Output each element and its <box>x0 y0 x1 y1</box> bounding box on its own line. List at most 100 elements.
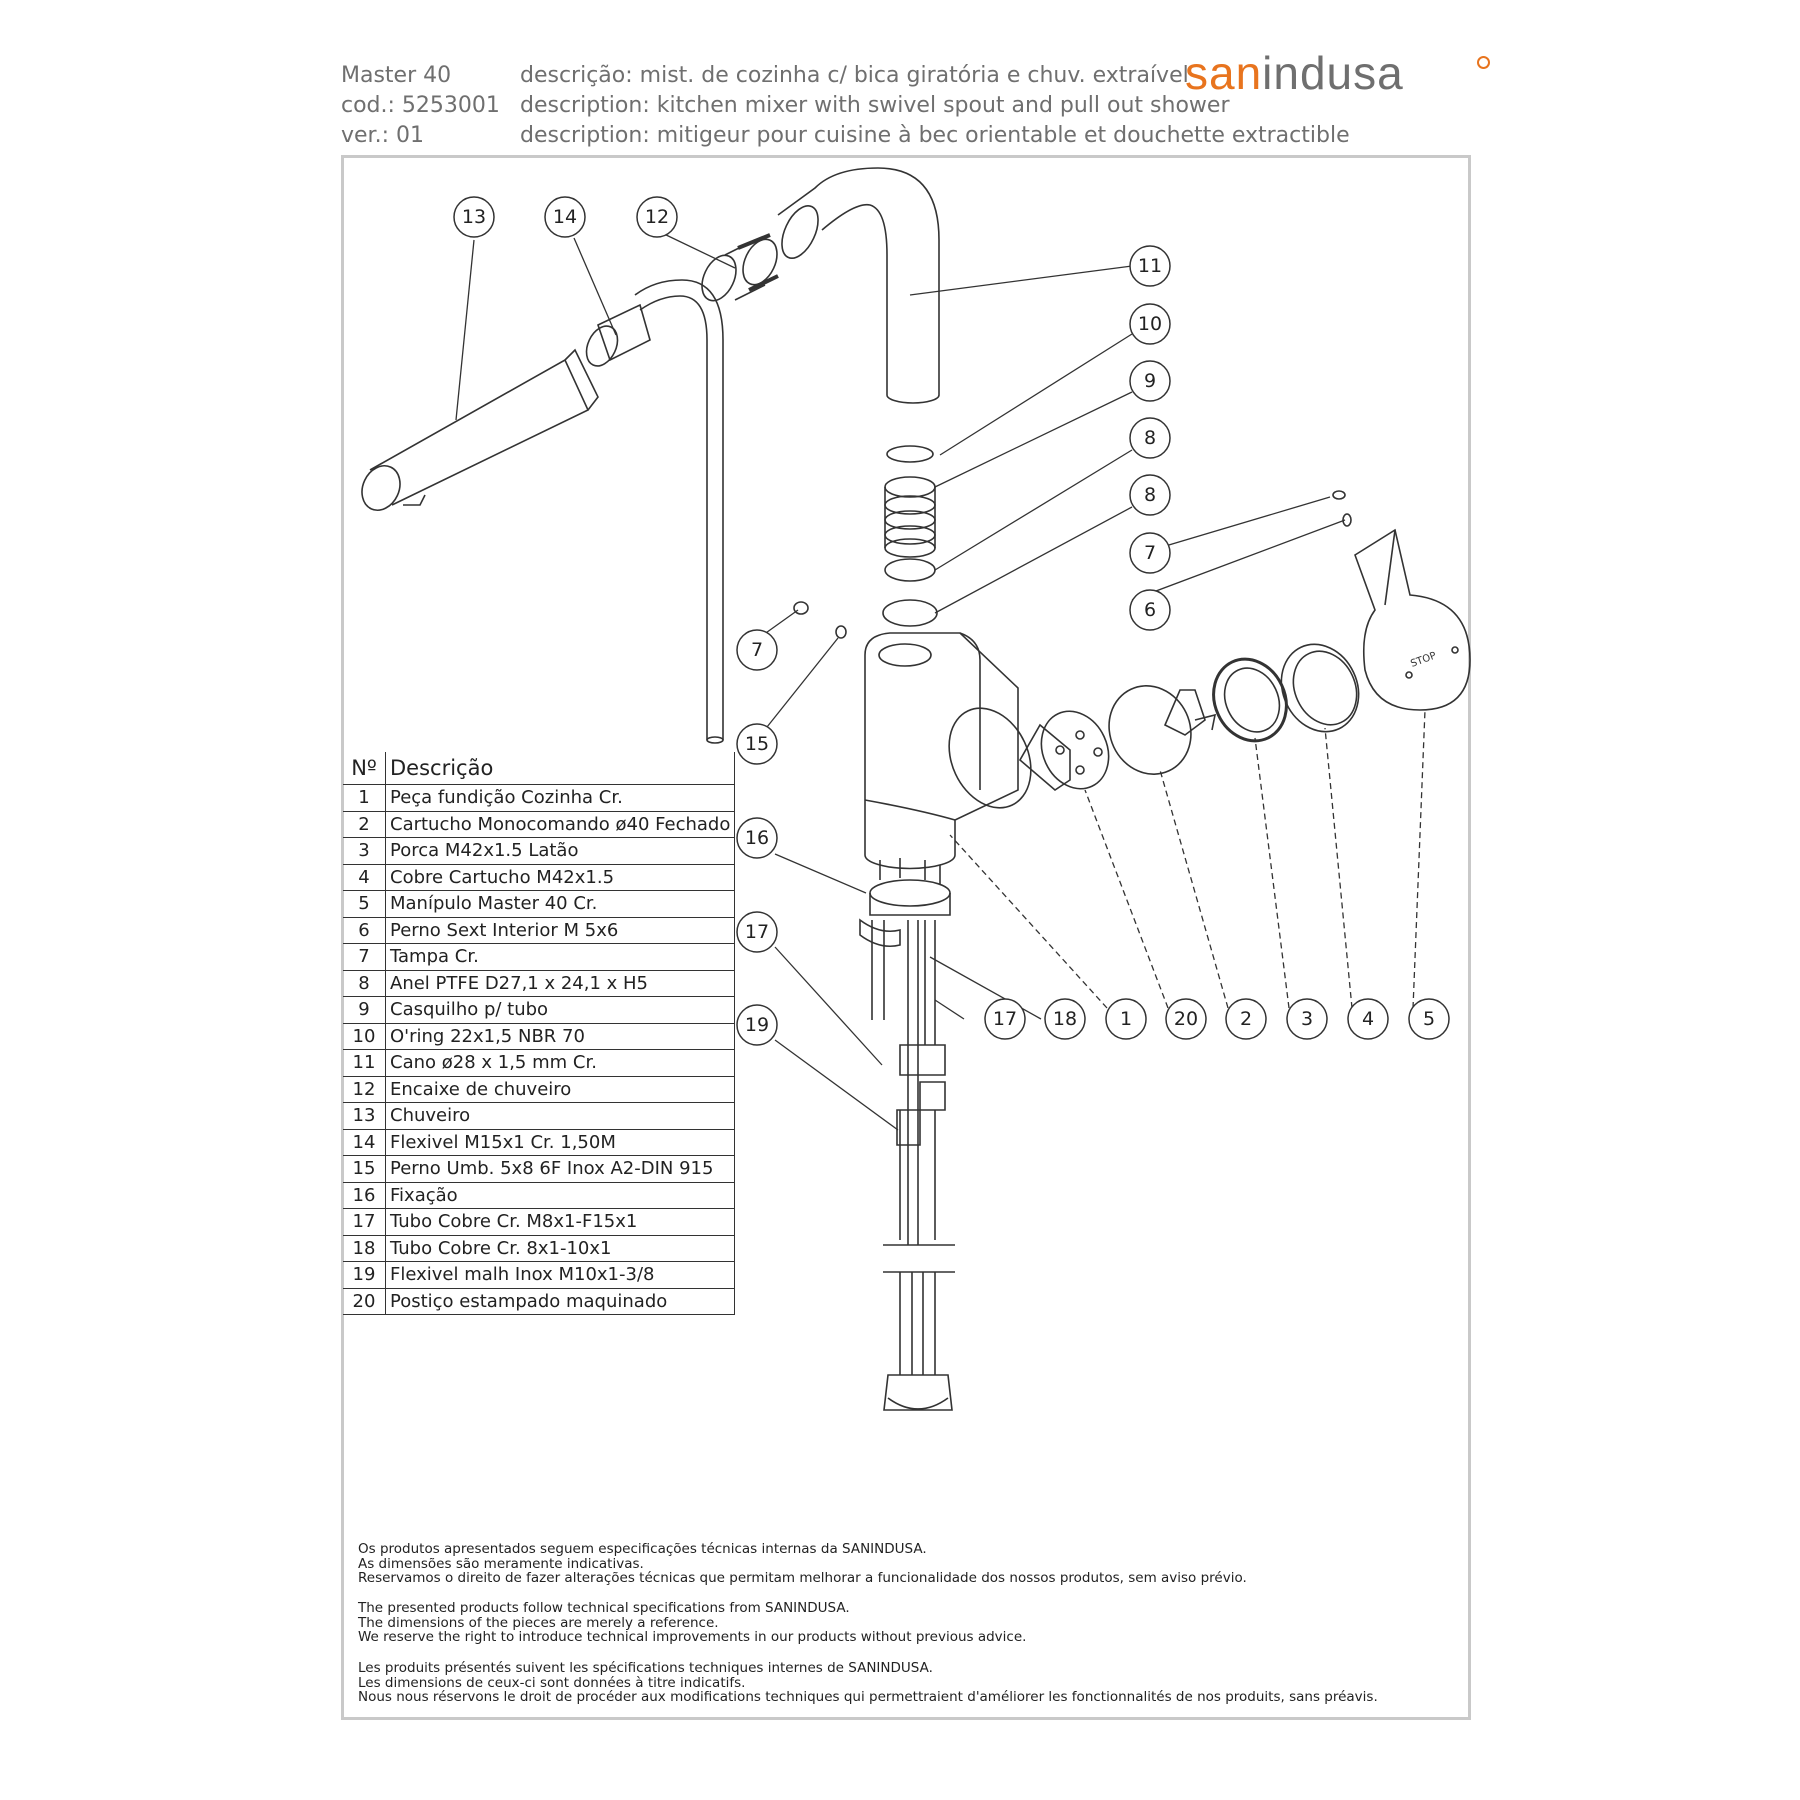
logo-part-san: san <box>1185 47 1263 99</box>
ptfe-ring-part-2 <box>882 599 938 627</box>
part-number: 6 <box>343 917 386 944</box>
callout-label: 8 <box>1144 484 1156 506</box>
notes-en: The presented products follow technical … <box>358 1601 1026 1645</box>
description-pt: descrição: mist. de cozinha c/ bica gira… <box>520 63 1189 88</box>
callout-17b <box>984 998 1026 1040</box>
callout-label: 19 <box>745 1014 769 1036</box>
callout-label: 17 <box>993 1008 1017 1030</box>
callout-label: 4 <box>1362 1008 1374 1030</box>
callout-label: 5 <box>1423 1008 1435 1030</box>
part-number: 15 <box>343 1155 386 1183</box>
part-description: Tubo Cobre Cr. M8x1-F15x1 <box>385 1208 736 1236</box>
hex-screw-part <box>1342 513 1352 527</box>
callout-label: 8 <box>1144 427 1156 449</box>
notes-fr: Les produits présentés suivent les spéci… <box>358 1661 1378 1705</box>
body-part <box>864 632 1019 870</box>
part-number: 11 <box>343 1049 386 1077</box>
version: ver.: 01 <box>341 123 424 148</box>
cap-part-left <box>793 601 809 615</box>
callout-label: 10 <box>1138 313 1162 335</box>
part-description: Chuveiro <box>385 1102 736 1130</box>
part-description: Manípulo Master 40 Cr. <box>385 890 736 918</box>
part-description: Flexivel malh Inox M10x1-3/8 <box>385 1261 736 1289</box>
spout-bend <box>821 203 888 256</box>
part-number: 3 <box>343 837 386 865</box>
copper-tube-part-2 <box>924 920 936 1045</box>
part-number: 13 <box>343 1102 386 1130</box>
description-en: description: kitchen mixer with swivel s… <box>520 93 1230 118</box>
part-description: Perno Sext Interior M 5x6 <box>385 917 736 944</box>
callout-label: 11 <box>1138 255 1162 277</box>
hose-nut <box>883 1374 953 1411</box>
callout-6 <box>1129 589 1171 631</box>
callout-19 <box>736 1004 778 1046</box>
callout-7 <box>1129 532 1171 574</box>
part-number: 10 <box>343 1023 386 1050</box>
cap-part <box>1332 490 1346 500</box>
part-description: Casquilho p/ tubo <box>385 996 736 1024</box>
part-description: O'ring 22x1,5 NBR 70 <box>385 1023 736 1050</box>
callout-label: 6 <box>1144 599 1156 621</box>
part-description: Porca M42x1.5 Latão <box>385 837 736 865</box>
part-description: Cano ø28 x 1,5 mm Cr. <box>385 1049 736 1077</box>
note-line: Les dimensions de ceux-ci sont données à… <box>358 1674 746 1691</box>
part-number: 12 <box>343 1076 386 1103</box>
part-description: Postiço estampado maquinado <box>385 1288 736 1315</box>
part-number: 20 <box>343 1288 386 1315</box>
shower-handset <box>369 358 590 506</box>
callout-label: 13 <box>462 206 486 228</box>
flex-hose-nut <box>585 325 619 367</box>
callout-label: 16 <box>745 827 769 849</box>
part-description: Anel PTFE D27,1 x 24,1 x H5 <box>385 970 736 997</box>
callout-2 <box>1225 998 1267 1040</box>
callout-label: 15 <box>745 733 769 755</box>
note-line: Os produtos apresentados seguem especifi… <box>358 1541 927 1557</box>
part-number: 14 <box>343 1129 386 1156</box>
cartridge-part <box>1108 685 1192 775</box>
fixing-part <box>869 879 951 907</box>
note-line: We reserve the right to introduce techni… <box>358 1629 1027 1645</box>
bushing-part <box>884 476 936 498</box>
callout-4 <box>1347 998 1389 1040</box>
notes-pt: Os produtos apresentados seguem especifi… <box>358 1542 1247 1586</box>
callout-label: 1 <box>1120 1008 1132 1030</box>
part-description: Tubo Cobre Cr. 8x1-10x1 <box>385 1235 736 1262</box>
insert-part <box>1018 723 1071 792</box>
model-name: Master 40 <box>341 63 452 88</box>
fixing-bolt <box>871 920 885 1020</box>
part-description: Tampa Cr. <box>385 943 736 971</box>
braided-hose-part <box>899 1110 936 1240</box>
flex-hose-part <box>634 279 724 740</box>
callout-label: 18 <box>1053 1008 1077 1030</box>
spout-end <box>781 205 819 259</box>
part-number: 2 <box>343 811 386 838</box>
callout-18 <box>1044 998 1086 1040</box>
callout-label: 7 <box>751 639 763 661</box>
note-line: The presented products follow technical … <box>358 1600 850 1616</box>
callout-11 <box>1129 245 1171 287</box>
callout-label: 12 <box>645 206 669 228</box>
column-header-description: Descrição <box>385 752 736 785</box>
callout-12 <box>636 196 678 238</box>
note-line: The dimensions of the pieces are merely … <box>358 1614 719 1631</box>
oring-part <box>886 445 934 463</box>
callout-8 <box>1129 417 1171 459</box>
part-description: Flexivel M15x1 Cr. 1,50M <box>385 1129 736 1156</box>
callout-label: 3 <box>1301 1008 1313 1030</box>
logo-mark-icon <box>1477 56 1490 69</box>
description-fr: description: mitigeur pour cuisine à bec… <box>520 123 1350 148</box>
